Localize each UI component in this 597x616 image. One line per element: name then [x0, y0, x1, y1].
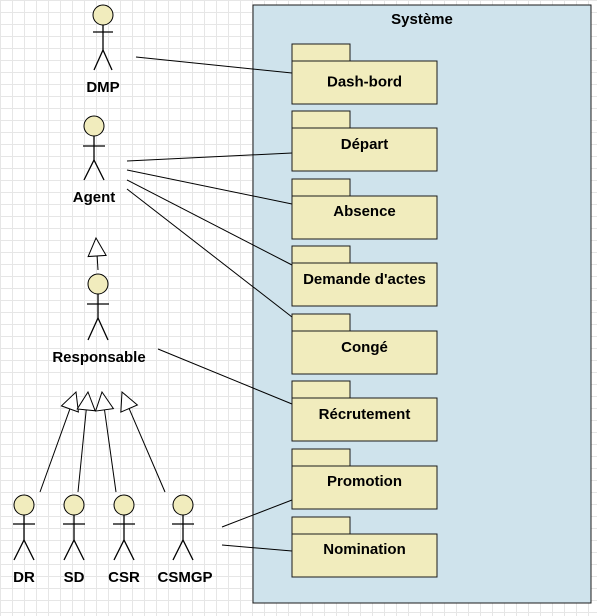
association-agent-conge[interactable] — [126, 188, 311, 332]
package-body — [291, 195, 438, 240]
stick-figure-icon — [13, 494, 35, 561]
generalization-csmgp-resp[interactable] — [120, 390, 166, 493]
package-body — [291, 262, 438, 307]
package-tab — [291, 245, 351, 264]
package-body — [291, 465, 438, 510]
actor-label: DMP — [86, 79, 119, 96]
package-body — [291, 60, 438, 105]
package-tab — [291, 43, 351, 62]
package-nomin[interactable]: Nomination — [291, 516, 438, 578]
actor-agent[interactable]: Agent — [73, 115, 116, 206]
actor-label: Agent — [73, 189, 116, 206]
system-title: Système — [391, 11, 453, 28]
package-body — [291, 533, 438, 578]
association-csmgp-nomin[interactable] — [221, 544, 293, 552]
package-body — [291, 397, 438, 442]
package-recrut[interactable]: Récrutement — [291, 380, 438, 442]
actor-label: Responsable — [52, 349, 145, 366]
association-dmp-dash[interactable] — [135, 56, 293, 74]
stick-figure-icon — [172, 494, 194, 561]
actor-dr[interactable]: DR — [13, 494, 35, 586]
package-label: Congé — [341, 339, 388, 356]
actor-csr[interactable]: CSR — [108, 494, 140, 586]
generalization-arrow-icon — [120, 390, 139, 413]
package-label: Dash-bord — [327, 73, 402, 90]
package-label: Absence — [333, 203, 396, 220]
association-agent-actes[interactable] — [126, 179, 293, 266]
association-csmgp-promo[interactable] — [221, 499, 293, 528]
package-label: Nomination — [323, 541, 406, 558]
actor-dmp[interactable]: DMP — [86, 4, 120, 96]
association-lines — [126, 56, 311, 552]
actor-label: SD — [64, 569, 85, 586]
generalization-arrow-icon — [94, 390, 115, 412]
actor-csmgp[interactable]: CSMGP — [157, 494, 213, 586]
stick-figure-icon — [63, 494, 85, 561]
generalization-dr-resp[interactable] — [39, 390, 79, 493]
generalization-lines — [39, 236, 166, 493]
association-agent-depart[interactable] — [126, 152, 293, 162]
generalization-arrow-icon — [76, 390, 96, 412]
package-depart[interactable]: Départ — [291, 110, 438, 172]
stick-figure-icon — [83, 115, 105, 181]
package-tab — [291, 110, 351, 129]
package-dash[interactable]: Dash-bord — [291, 43, 438, 105]
actor-label: DR — [13, 569, 35, 586]
package-tab — [291, 178, 351, 197]
actor-sd[interactable]: SD — [63, 494, 85, 586]
stick-figure-icon — [87, 273, 109, 341]
package-conge[interactable]: Congé — [291, 313, 438, 375]
association-agent-absence[interactable] — [126, 169, 293, 205]
generalization-sd-resp[interactable] — [76, 390, 96, 493]
generalization-csr-resp[interactable] — [94, 390, 117, 493]
actor-label: CSR — [108, 569, 140, 586]
package-tab — [291, 516, 351, 535]
actor-layer: DMP Agent Responsable — [13, 4, 213, 586]
package-actes[interactable]: Demande d'actes — [291, 245, 438, 307]
generalization-resp-agent[interactable] — [87, 236, 107, 271]
generalization-arrow-icon — [60, 390, 79, 413]
package-body — [291, 127, 438, 172]
package-label: Promotion — [327, 473, 402, 490]
association-resp-recrut[interactable] — [157, 348, 293, 405]
package-layer: Dash-bord Départ Absence Demande d'actes… — [291, 43, 438, 578]
generalization-arrow-icon — [87, 236, 107, 258]
package-label: Demande d'actes — [303, 271, 426, 288]
package-label: Départ — [341, 136, 389, 153]
package-absence[interactable]: Absence — [291, 178, 438, 240]
package-tab — [291, 448, 351, 467]
actor-label: CSMGP — [157, 569, 212, 586]
stick-figure-icon — [92, 4, 114, 71]
package-tab — [291, 313, 351, 332]
actor-responsable[interactable]: Responsable — [52, 273, 146, 366]
stick-figure-icon — [113, 494, 135, 561]
package-label: Récrutement — [319, 406, 411, 423]
package-body — [291, 330, 438, 375]
package-promo[interactable]: Promotion — [291, 448, 438, 510]
package-tab — [291, 380, 351, 399]
